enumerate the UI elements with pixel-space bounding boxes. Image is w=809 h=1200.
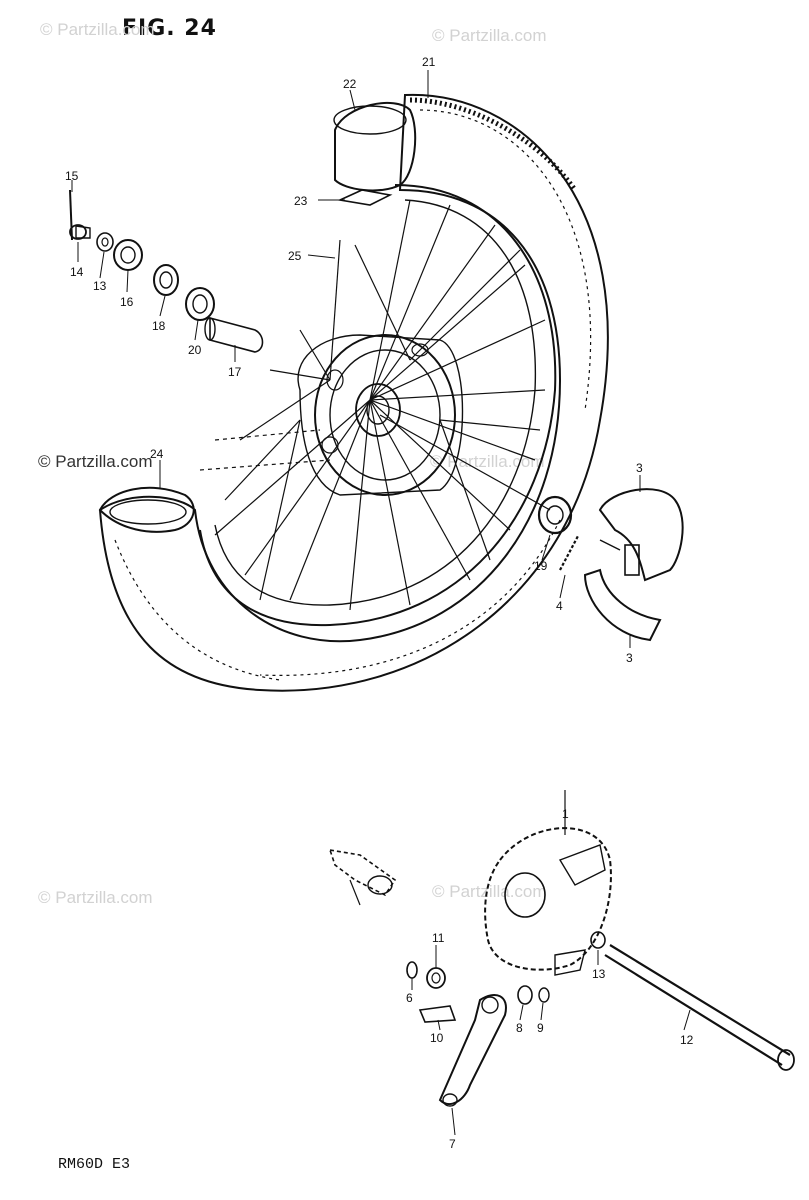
right-hardware xyxy=(537,488,684,642)
part-label-8: 8 xyxy=(516,1021,523,1035)
watermark: © Partzilla.com xyxy=(432,26,547,45)
part-label-18: 18 xyxy=(152,319,166,333)
part-label-14: 14 xyxy=(70,265,84,279)
part-label-7: 7 xyxy=(449,1137,456,1151)
leader-lines xyxy=(71,70,691,1136)
spokes xyxy=(199,199,546,611)
model-code: RM60D E3 xyxy=(58,1156,131,1173)
figure-title: FIG. 24 xyxy=(122,16,217,41)
part-label-23: 23 xyxy=(294,194,308,208)
watermark: © Partzilla.com xyxy=(38,452,153,471)
part-labels: 21 22 23 25 15 14 13 16 18 20 17 24 3 3 … xyxy=(65,55,694,1151)
brake-arm xyxy=(438,994,507,1107)
watermark: © Partzilla.com xyxy=(430,452,545,471)
wheel-hub xyxy=(297,334,464,496)
part-label-16: 16 xyxy=(120,295,134,309)
part-label-1: 1 xyxy=(562,807,569,821)
part-label-3-bottom: 3 xyxy=(626,651,633,665)
part-label-13b: 13 xyxy=(592,967,606,981)
part-label-9: 9 xyxy=(537,1021,544,1035)
part-label-4: 4 xyxy=(556,599,563,613)
part-label-17: 17 xyxy=(228,365,242,379)
part-label-25: 25 xyxy=(288,249,302,263)
part-label-21: 21 xyxy=(422,55,436,69)
part-label-3-top: 3 xyxy=(636,461,643,475)
part-label-6: 6 xyxy=(406,991,413,1005)
brake-cam xyxy=(328,848,397,906)
watermark: © Partzilla.com xyxy=(40,20,155,39)
watermark: © Partzilla.com xyxy=(432,882,547,901)
brake-panel xyxy=(484,790,612,976)
part-label-11: 11 xyxy=(432,931,445,945)
part-label-22: 22 xyxy=(343,77,357,91)
part-label-19: 19 xyxy=(534,559,548,573)
left-hardware xyxy=(69,189,264,353)
tube-section xyxy=(98,486,195,533)
tire xyxy=(98,93,609,692)
part-label-24: 24 xyxy=(150,447,164,461)
watermark: © Partzilla.com xyxy=(38,888,153,907)
part-label-20: 20 xyxy=(188,343,202,357)
tube-top xyxy=(333,101,417,206)
part-label-12: 12 xyxy=(680,1033,694,1047)
axle xyxy=(604,944,795,1071)
part-label-13: 13 xyxy=(93,279,107,293)
part-label-15: 15 xyxy=(65,169,79,183)
part-label-10: 10 xyxy=(430,1031,444,1045)
